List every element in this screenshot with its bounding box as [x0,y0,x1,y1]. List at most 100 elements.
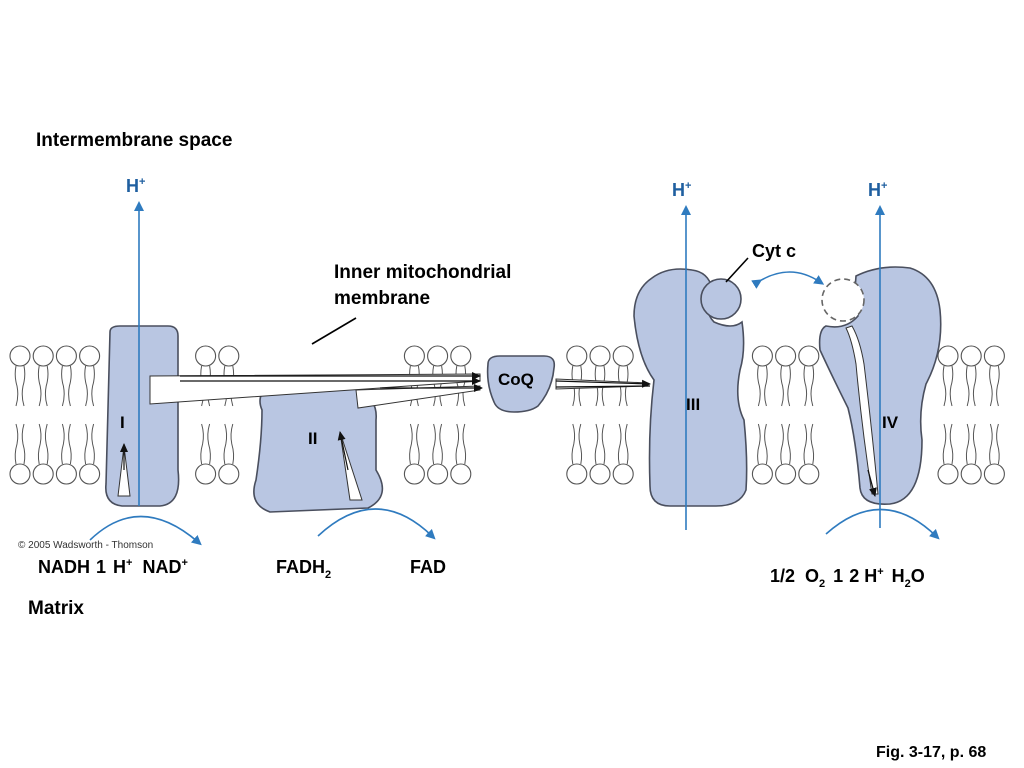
lipid-head [589,345,611,367]
matrix-label: Matrix [28,598,84,619]
cyt-c-pointer [725,257,749,283]
reaction-arc-i [89,515,202,546]
electron-path-iv [845,325,879,495]
electron-arrow-iii-line [555,379,651,388]
lipid-head [960,463,982,485]
reaction-arc-iv [825,508,940,540]
lipid-tail [780,423,791,465]
lipid-tail [84,365,95,407]
lipid-head [195,463,217,485]
lipid-tail [409,423,420,465]
complex-iii-label: III [686,395,700,414]
electron-up-arrow-ii-tip [337,431,349,471]
lipid-tail [757,423,768,465]
reaction-fadh2: FADH2 [276,557,331,581]
reaction-arc-ii [317,508,436,540]
lipid-head [937,345,959,367]
figure-reference: Fig. 3-17, p. 68 [876,744,986,761]
lipid-tail [223,423,235,465]
lipid-tail [455,365,467,407]
inner-membrane-label-line1: Inner mitochondrial [334,262,511,283]
h-plus-complex-i: H+ [126,176,145,196]
electron-up-arrow-ii [339,431,363,501]
cyt-c-dashed [821,278,865,322]
lipid-head [218,463,240,485]
lipid-head [403,463,425,485]
lipid-tail [432,365,443,407]
lipid-head [589,463,611,485]
lipid-tail [989,365,1000,407]
complex-i-label: I [120,413,125,432]
inner-membrane-pointer [311,317,357,345]
lipid-head [427,345,449,367]
coq-carrier [486,355,556,413]
lipid-tail [571,423,583,465]
lipid-tail [780,365,791,407]
electron-arrow-iii-line-2 [555,385,651,388]
lipid-tail [37,423,49,465]
lipid-tail [432,423,443,465]
cyt-c-label: Cyt c [752,241,796,261]
lipid-head [983,345,1005,367]
lipid-head [32,345,54,367]
lipid-head [751,345,773,367]
lipid-head [612,463,634,485]
lipid-tail [942,365,954,407]
lipid-head [79,463,101,485]
lipid-head [983,463,1005,485]
lipid-tail [942,423,954,465]
complex-iv-label: IV [882,413,899,432]
lipid-head [566,345,588,367]
lipid-head [427,463,449,485]
lipid-head [450,345,472,367]
lipid-tail [965,423,977,465]
lipid-tail [803,365,815,407]
complex-i [105,325,180,507]
lipid-head [9,345,31,367]
intermembrane-space-label: Intermembrane space [36,130,232,151]
lipid-tail [14,423,26,465]
lipid-head [450,463,472,485]
lipid-tail [61,423,72,465]
lipid-head [612,345,634,367]
cyt-c-bound [700,278,742,320]
lipid-tail [965,365,977,407]
complex-ii-label: II [308,429,317,448]
electron-arrow-iv-tip [867,469,877,497]
h-plus-complex-iii: H+ [672,180,691,200]
lipid-head [937,463,959,485]
lipid-head [775,463,797,485]
lipid-head [798,345,820,367]
reaction-fad: FAD [410,557,446,577]
inner-membrane-label-line2: membrane [334,288,430,309]
cyt-c-shuttle-arrow [751,271,825,289]
lipid-head [79,345,101,367]
coq-label: CoQ [498,370,534,389]
lipid-tail [200,423,211,465]
lipid-tail [37,365,49,407]
lipid-tail [989,423,1000,465]
lipid-bilayer [9,345,1005,485]
lipid-head [55,345,77,367]
lipid-tail [84,423,95,465]
lipid-tail [61,365,72,407]
lipid-head [403,345,425,367]
lipid-tail [617,423,629,465]
lipid-head [218,345,240,367]
lipid-head [32,463,54,485]
lipid-head [960,345,982,367]
electron-up-arrow-i [117,445,131,497]
lipid-tail [803,423,815,465]
lipid-tail [594,423,606,465]
lipid-head [751,463,773,485]
lipid-head [9,463,31,485]
lipid-head [55,463,77,485]
lipid-head [566,463,588,485]
lipid-head [775,345,797,367]
lipid-head [195,345,217,367]
lipid-tail [14,365,26,407]
lipid-tail [757,365,768,407]
